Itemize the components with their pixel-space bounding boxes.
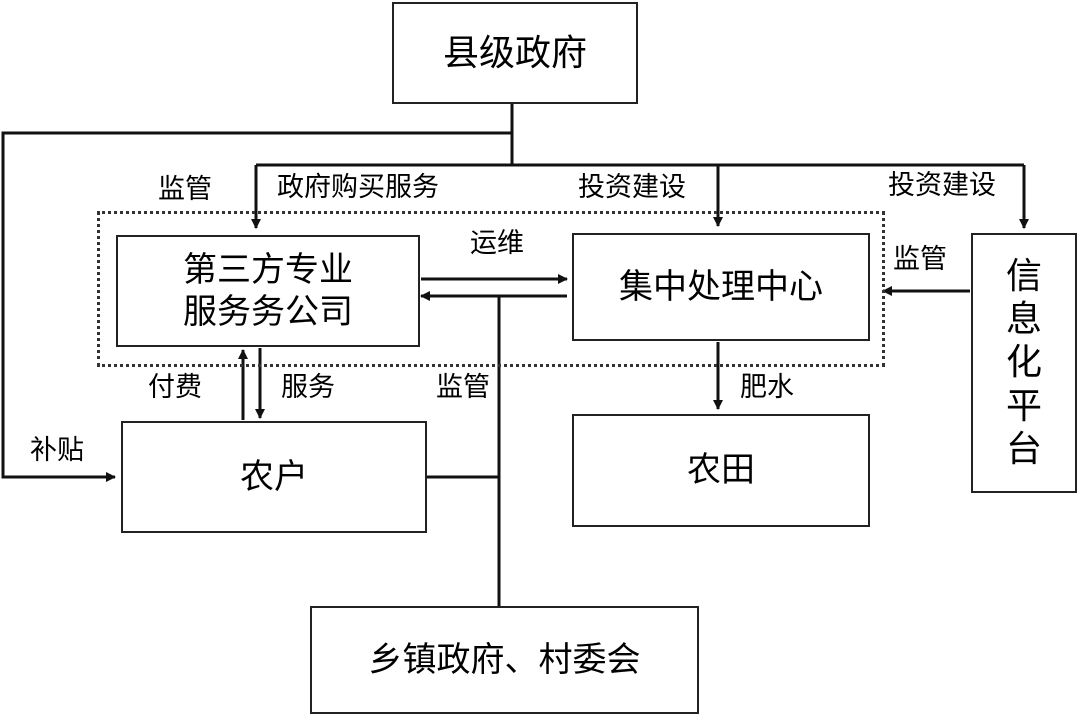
- operation-maintenance-label: 运维: [470, 228, 524, 259]
- township-government-box: 乡镇政府、村委会: [310, 606, 699, 714]
- info-platform-char: 化: [1005, 342, 1042, 384]
- supervise-left-label: 监管: [158, 174, 212, 205]
- third-party-company-box: 第三方专业 服务务公司: [116, 235, 420, 347]
- info-platform-char: 息: [1005, 299, 1042, 341]
- info-platform-char: 平: [1005, 385, 1042, 427]
- farmland-box: 农田: [572, 414, 870, 527]
- info-platform-char: 台: [1005, 428, 1042, 470]
- farmland-label: 农田: [687, 450, 755, 491]
- central-treatment-center-box: 集中处理中心: [572, 233, 870, 341]
- service-system-boundary: [97, 211, 885, 367]
- pay-fee-label: 付费: [148, 372, 202, 403]
- subsidy-arrow: [1, 131, 512, 482]
- service-label: 服务: [281, 372, 335, 403]
- fertilizer-water-label: 肥水: [740, 372, 794, 403]
- supervise-platform-label: 监管: [893, 244, 947, 275]
- township-government-label: 乡镇政府、村委会: [368, 639, 641, 680]
- gov-purchase-service-label: 政府购买服务: [277, 172, 439, 203]
- info-platform-char: 信: [1005, 256, 1042, 298]
- supervise-township-label: 监管: [436, 372, 490, 403]
- info-platform-box: 信 息 化 平 台: [971, 233, 1077, 493]
- farmers-box: 农户: [121, 421, 427, 533]
- invest-build-center-label: 投资建设: [578, 172, 686, 203]
- county-government-label: 县级政府: [442, 32, 587, 74]
- farmers-label: 农户: [240, 456, 308, 497]
- third-party-company-label-line2: 服务务公司: [183, 292, 353, 332]
- third-party-company-label-line1: 第三方专业: [183, 249, 353, 290]
- subsidy-label: 补贴: [30, 435, 84, 466]
- central-treatment-center-label: 集中处理中心: [619, 266, 823, 307]
- invest-build-platform-label: 投资建设: [888, 170, 996, 201]
- county-government-box: 县级政府: [392, 2, 638, 104]
